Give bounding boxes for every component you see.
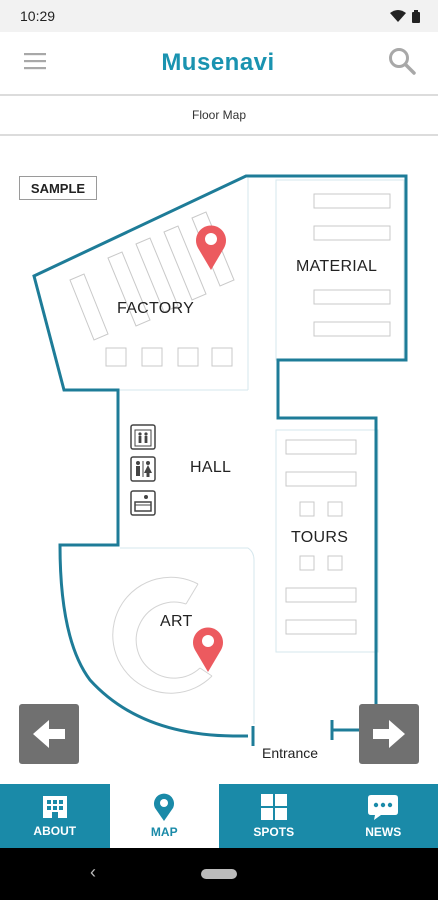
next-floor-button[interactable] <box>359 704 419 764</box>
system-back-icon[interactable]: ‹ <box>90 862 96 882</box>
arrow-left-icon <box>33 720 65 748</box>
room-label-material[interactable]: MATERIAL <box>296 258 378 275</box>
bottom-tab-bar: ABOUT MAP SPOTS NEWS <box>0 784 438 848</box>
tab-spots[interactable]: SPOTS <box>219 784 329 848</box>
elevator-icon[interactable] <box>130 424 156 450</box>
system-nav-bar: ‹ <box>0 848 438 900</box>
wifi-icon <box>390 10 406 22</box>
tab-news[interactable]: NEWS <box>329 784 438 848</box>
room-label-tours[interactable]: TOURS <box>291 529 349 546</box>
app-header: Musenavi <box>0 32 438 94</box>
status-time: 10:29 <box>20 8 56 24</box>
room-label-factory[interactable]: FACTORY <box>117 300 195 317</box>
floor-map[interactable]: SAMPLE FACTORY MATERIAL HALL TOURS ART <box>0 136 438 784</box>
info-desk-icon[interactable] <box>130 490 156 516</box>
tab-map-label: MAP <box>150 825 178 839</box>
sample-badge: SAMPLE <box>19 176 97 200</box>
prev-floor-button[interactable] <box>19 704 79 764</box>
location-pin-icon[interactable] <box>194 224 228 270</box>
location-pin-icon[interactable] <box>191 626 225 672</box>
floor-map-drawing <box>32 174 408 746</box>
tab-news-label: NEWS <box>365 825 402 839</box>
entrance-label: Entrance <box>262 745 319 761</box>
subtitle-divider <box>0 134 438 136</box>
tab-map[interactable]: MAP <box>109 784 219 848</box>
battery-icon <box>412 9 420 23</box>
hamburger-icon[interactable] <box>24 52 48 75</box>
arrow-right-icon <box>373 720 405 748</box>
grid-icon <box>260 794 287 820</box>
room-label-art[interactable]: ART <box>160 613 193 630</box>
tab-about[interactable]: ABOUT <box>0 784 110 848</box>
page-subtitle: Floor Map <box>191 108 247 122</box>
system-home-handle[interactable] <box>201 869 237 879</box>
room-label-hall[interactable]: HALL <box>190 459 232 476</box>
tab-spots-label: SPOTS <box>253 825 295 839</box>
building-icon <box>42 796 67 818</box>
status-bar: 10:29 <box>0 0 438 32</box>
search-icon[interactable] <box>388 47 416 80</box>
tab-about-label: ABOUT <box>33 824 77 838</box>
status-icons <box>390 9 420 23</box>
header-divider <box>0 94 438 96</box>
app-logo: Musenavi <box>161 49 275 76</box>
restroom-icon[interactable] <box>130 456 156 482</box>
chat-bubble-icon <box>368 795 399 820</box>
map-pin-icon <box>154 793 175 821</box>
